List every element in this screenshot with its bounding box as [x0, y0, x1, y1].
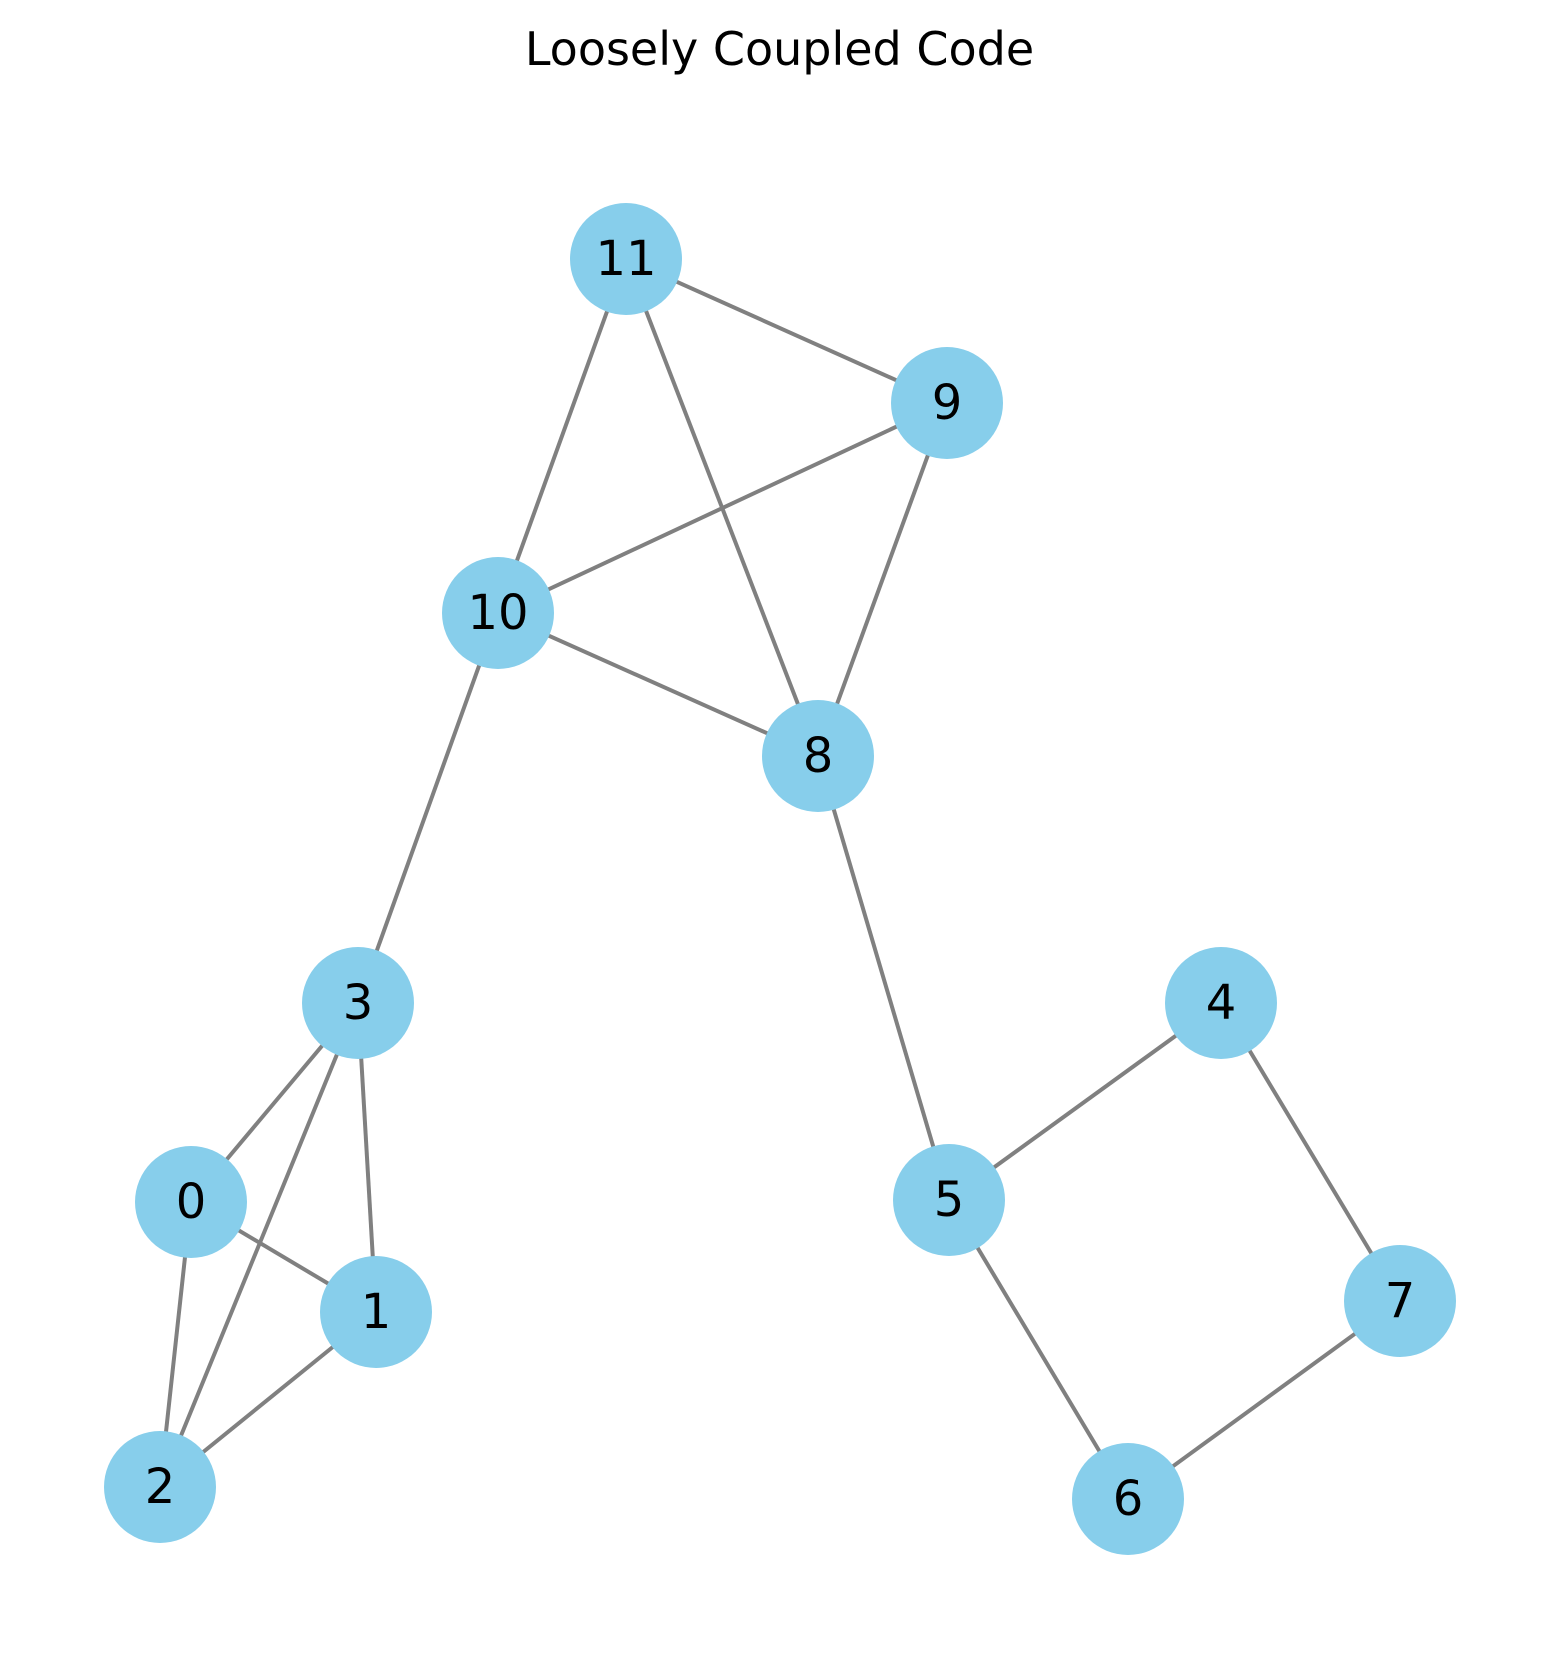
edge-3-10 — [356, 612, 500, 1004]
node-label-11: 11 — [595, 231, 656, 287]
node-7: 7 — [1344, 1245, 1456, 1357]
node-6: 6 — [1072, 1443, 1184, 1555]
edge-9-10 — [497, 401, 948, 615]
edge-8-10 — [497, 611, 819, 758]
node-label-3: 3 — [343, 975, 374, 1031]
node-8: 8 — [762, 700, 874, 812]
node-5: 5 — [893, 1144, 1005, 1256]
edge-5-8 — [816, 755, 951, 1201]
edge-8-9 — [816, 402, 949, 757]
node-0: 0 — [135, 1146, 247, 1258]
node-circle-11 — [570, 203, 682, 315]
node-label-5: 5 — [934, 1172, 965, 1228]
node-10: 10 — [442, 557, 554, 669]
node-label-1: 1 — [361, 1284, 392, 1340]
node-2: 2 — [104, 1431, 216, 1543]
node-circle-6 — [1072, 1443, 1184, 1555]
node-label-2: 2 — [145, 1459, 176, 1515]
node-circle-0 — [135, 1146, 247, 1258]
node-circle-7 — [1344, 1245, 1456, 1357]
edge-5-6 — [947, 1198, 1130, 1501]
node-label-10: 10 — [467, 585, 528, 641]
nodes-layer: 0 1 2 3 4 5 6 7 8 9 10 11 — [104, 203, 1456, 1555]
edge-6-7 — [1126, 1299, 1402, 1501]
edge-10-11 — [496, 258, 628, 614]
node-label-6: 6 — [1113, 1471, 1144, 1527]
node-1: 1 — [320, 1256, 432, 1368]
node-4: 4 — [1165, 947, 1277, 1059]
node-circle-1 — [320, 1256, 432, 1368]
node-circle-8 — [762, 700, 874, 812]
node-3: 3 — [302, 947, 414, 1059]
node-circle-5 — [893, 1144, 1005, 1256]
node-label-4: 4 — [1206, 975, 1237, 1031]
node-label-8: 8 — [803, 728, 834, 784]
node-circle-10 — [442, 557, 554, 669]
node-circle-9 — [891, 347, 1003, 459]
edge-9-11 — [625, 257, 948, 405]
node-circle-2 — [104, 1431, 216, 1543]
node-circle-4 — [1165, 947, 1277, 1059]
node-label-7: 7 — [1385, 1273, 1416, 1329]
node-label-0: 0 — [176, 1174, 207, 1230]
node-9: 9 — [891, 347, 1003, 459]
edge-2-3 — [158, 1002, 360, 1488]
diagram-title: Loosely Coupled Code — [524, 22, 1035, 76]
node-circle-3 — [302, 947, 414, 1059]
edge-4-7 — [1219, 1001, 1402, 1303]
node-label-9: 9 — [932, 375, 963, 431]
node-11: 11 — [570, 203, 682, 315]
